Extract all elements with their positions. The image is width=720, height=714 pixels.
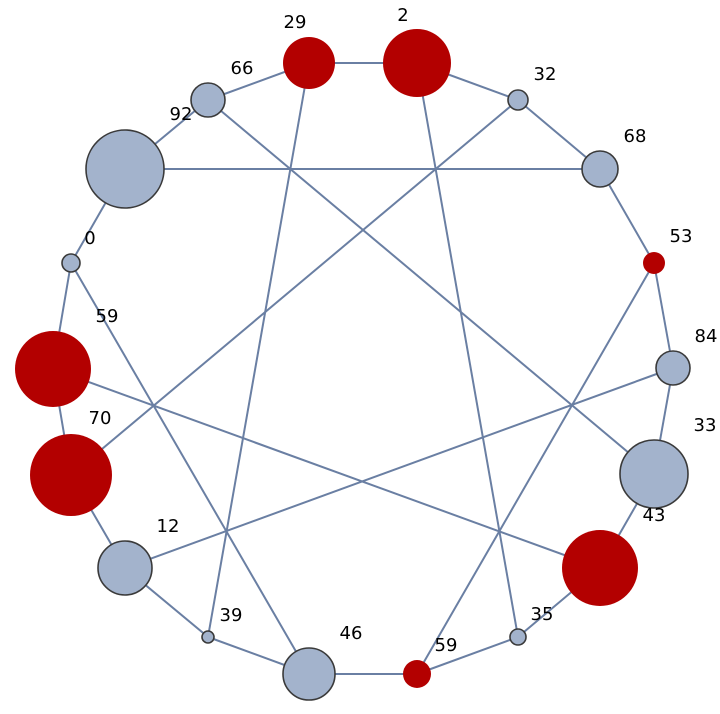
graph-node-blue[interactable]: [97, 540, 153, 596]
node-label: 59: [435, 635, 458, 656]
node-label: 29: [284, 12, 307, 33]
node-label: 35: [531, 604, 554, 625]
graph-node-red[interactable]: [30, 434, 112, 516]
node-label: 66: [231, 58, 254, 79]
graph-edge: [70, 262, 310, 675]
node-label: 46: [340, 623, 363, 644]
graph-edge: [52, 368, 601, 569]
graph-node-red[interactable]: [283, 37, 335, 89]
node-label: 68: [624, 126, 647, 147]
graph-node-blue[interactable]: [85, 129, 165, 209]
node-label: 84: [695, 326, 718, 347]
graph-node-blue[interactable]: [201, 630, 215, 644]
node-label: 53: [670, 226, 693, 247]
graph-edge: [416, 636, 519, 675]
graph-edge: [207, 99, 655, 475]
graph-node-blue[interactable]: [507, 89, 529, 111]
graph-node-red[interactable]: [562, 530, 638, 606]
graph-node-blue[interactable]: [619, 439, 689, 509]
node-label: 33: [694, 415, 717, 436]
node-label: 12: [157, 516, 180, 537]
graph-node-red[interactable]: [403, 660, 431, 688]
graph-edge: [416, 62, 519, 638]
graph-node-blue[interactable]: [190, 82, 226, 118]
graph-node-blue[interactable]: [581, 150, 619, 188]
graph-edge: [70, 99, 519, 476]
graph-node-red[interactable]: [643, 252, 665, 274]
node-label: 92: [170, 104, 193, 125]
node-label: 32: [534, 64, 557, 85]
graph-node-blue[interactable]: [282, 647, 336, 701]
node-label: 39: [220, 605, 243, 626]
graph-node-blue[interactable]: [61, 253, 81, 273]
node-label: 0: [84, 228, 95, 249]
node-label: 70: [89, 408, 112, 429]
graph-node-red[interactable]: [15, 331, 91, 407]
graph-node-red[interactable]: [383, 29, 451, 97]
graph-node-blue[interactable]: [509, 628, 527, 646]
nodes: [15, 29, 691, 701]
graph-node-blue[interactable]: [655, 350, 691, 386]
node-label: 43: [643, 505, 666, 526]
graph-edge: [416, 262, 655, 675]
graph-edge: [124, 367, 674, 569]
graph-edge: [207, 62, 310, 638]
labels: 29 2 32 68 53 84 33 43 35 59 46 39 12 70 59 0 92 66: [84, 5, 717, 656]
node-label: 2: [397, 5, 408, 26]
node-label: 59: [96, 306, 119, 327]
